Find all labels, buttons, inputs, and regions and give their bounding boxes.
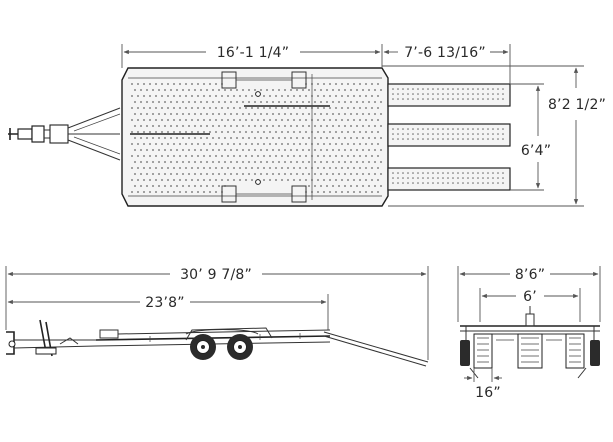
dim-rear-track-width: 6’ <box>479 288 581 322</box>
rear-body <box>460 306 600 379</box>
side-frame <box>95 327 429 367</box>
ramp-3 <box>387 167 511 191</box>
ramp-2 <box>387 123 511 147</box>
dim-top-ramp-length: 7’-6 13/16” <box>383 44 511 84</box>
ramp-1 <box>387 83 511 107</box>
label-overall-width: 8’2 1/2” <box>548 97 606 113</box>
label-ramp-spread: 6’4” <box>521 143 551 159</box>
rear-view: 8’6” 6’ <box>457 266 601 401</box>
label-rear-ramp-width: 16” <box>475 385 501 401</box>
top-deck <box>121 67 389 207</box>
dim-side-deck-length: 23’8” <box>7 294 329 330</box>
dim-side-overall-length: 30’ 9 7/8” <box>5 266 429 360</box>
label-rear-track-width: 6’ <box>523 289 537 305</box>
label-side-overall-length: 30’ 9 7/8” <box>180 267 252 283</box>
label-side-deck-length: 23’8” <box>145 295 184 311</box>
side-view: 30’ 9 7/8” 23’8” <box>5 266 429 367</box>
ramp-perforation <box>392 88 504 184</box>
side-hitch <box>6 319 97 357</box>
side-wheels <box>185 329 259 360</box>
deck-frame <box>128 71 382 203</box>
label-rear-overall-width: 8’6” <box>515 267 545 283</box>
top-ramps <box>387 83 511 191</box>
dim-top-deck-length: 16’-1 1/4” <box>121 44 383 68</box>
dim-top-overall-width: 8’2 1/2” <box>382 65 606 207</box>
top-view: 16’-1 1/4” 7’-6 13/16” 8’2 1/2” 6’4” <box>8 44 606 207</box>
rear-tire-right <box>590 340 600 366</box>
rear-tire-left <box>460 340 470 366</box>
label-deck-length: 16’-1 1/4” <box>217 45 289 61</box>
deck-perforation <box>131 83 382 193</box>
top-hitch <box>8 107 121 161</box>
dim-top-ramp-spread: 6’4” <box>510 83 551 191</box>
dim-rear-overall-width: 8’6” <box>457 266 601 322</box>
dim-rear-ramp-width: 16” <box>464 368 502 401</box>
label-ramp-length: 7’-6 13/16” <box>404 45 486 61</box>
